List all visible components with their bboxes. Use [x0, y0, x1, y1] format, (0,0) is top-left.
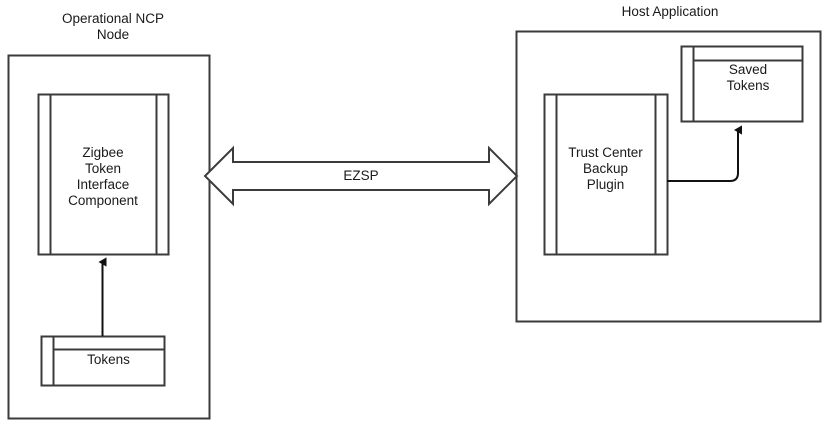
connector-plugin-to-saved-tokens — [667, 125, 742, 182]
component-zigbee-token-interface — [37, 93, 170, 256]
component-trust-center-backup-plugin — [543, 93, 669, 256]
store-saved-tokens — [680, 45, 804, 123]
store-tokens — [40, 335, 166, 387]
connector-ezsp-arrow — [203, 145, 519, 207]
